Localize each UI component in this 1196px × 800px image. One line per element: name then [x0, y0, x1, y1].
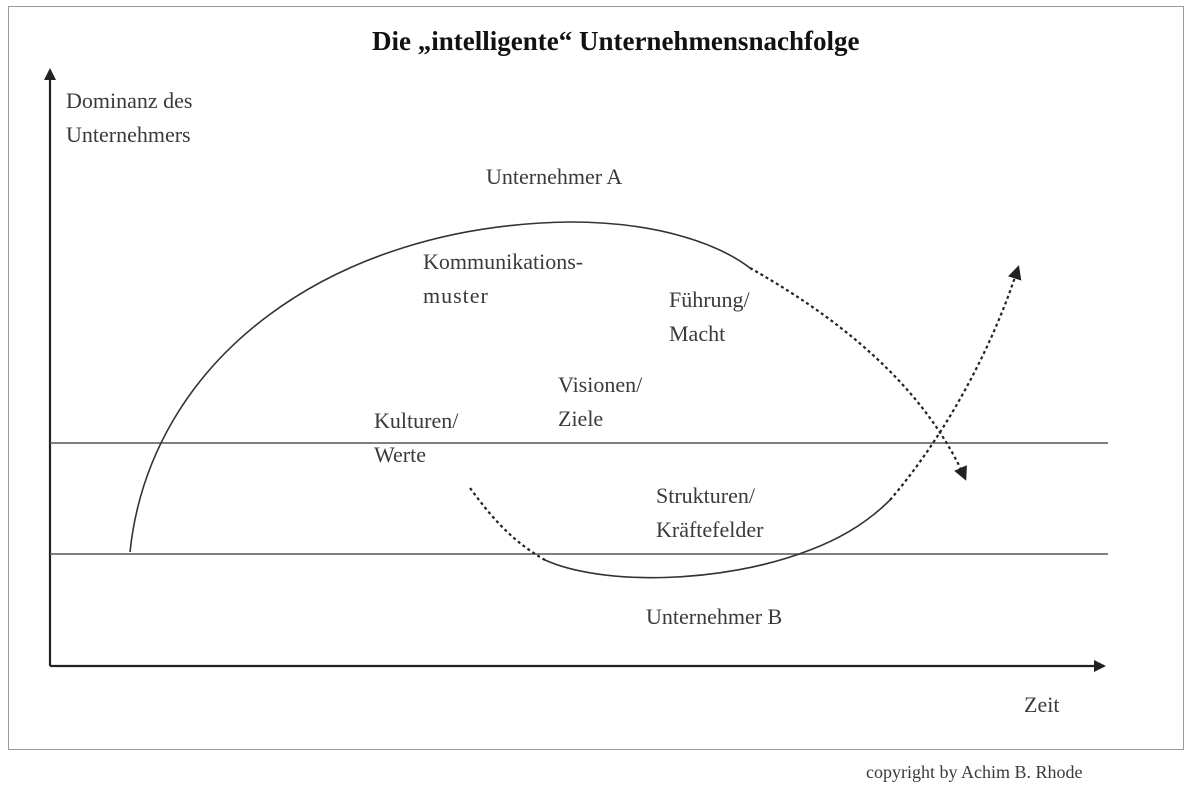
copyright-notice: copyright by Achim B. Rhode: [866, 762, 1083, 782]
curve-unternehmer-a: [129, 221, 751, 553]
diagram-frame: [8, 6, 1184, 750]
curve-unternehmer-b-dotted-start: [469, 487, 546, 561]
factor-fuehrung-line-2: Macht: [669, 321, 726, 346]
factor-visionen-line-2: Ziele: [558, 406, 604, 431]
factor-kulturen-line-1: Kulturen/: [374, 408, 459, 433]
factor-fuehrung: Führung/ Macht: [669, 283, 750, 351]
diagram-title: Die „intelligente“ Unternehmensnachfolge: [372, 26, 860, 56]
curve-unternehmer-a-dotted: [749, 267, 967, 481]
factor-strukturen-line-2: Kräftefelder: [656, 517, 764, 542]
factor-kulturen-line-2: Werte: [374, 442, 426, 467]
curve-b-label: Unternehmer B: [646, 604, 783, 629]
factor-strukturen-line-1: Strukturen/: [656, 483, 755, 508]
factor-kommunikation-line-2: muster: [423, 283, 489, 308]
factor-kulturen: Kulturen/ Werte: [374, 404, 458, 472]
curve-a-label: Unternehmer A: [486, 164, 623, 189]
x-axis-label: Zeit: [1024, 692, 1060, 717]
factor-fuehrung-line-1: Führung/: [669, 287, 750, 312]
factor-kommunikation: Kommunikations- muster: [423, 245, 583, 313]
factor-visionen-line-1: Visionen/: [558, 372, 643, 397]
y-axis-label-line-1: Dominanz des: [66, 88, 193, 113]
y-axis-label: Dominanz des Unternehmers: [66, 84, 192, 152]
factor-visionen: Visionen/ Ziele: [558, 368, 642, 436]
y-axis-label-line-2: Unternehmers: [66, 122, 191, 147]
curve-unternehmer-b: [544, 499, 891, 579]
curve-unternehmer-b-dotted-end: [889, 265, 1022, 501]
factor-kommunikation-line-1: Kommunikations-: [423, 249, 584, 274]
factor-strukturen: Strukturen/ Kräftefelder: [656, 479, 763, 547]
